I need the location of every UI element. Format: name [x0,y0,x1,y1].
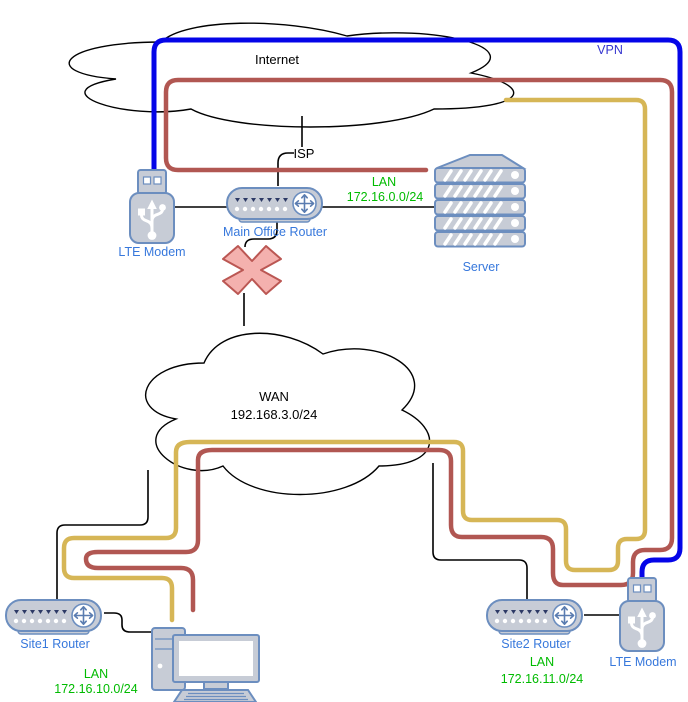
wan-to-site1-link [56,470,149,600]
traffic-path-red [83,77,675,613]
wan-cloud-subnet: 192.168.3.0/24 [231,407,318,422]
main-lte-modem-label: LTE Modem [118,245,185,259]
site1-lan-subnet: 172.16.10.0/24 [54,682,137,696]
site2-lte-modem-label: LTE Modem [609,655,676,669]
main-office-router-label: Main Office Router [223,225,327,239]
main-office-router-icon[interactable] [226,187,323,223]
isp-link-lower [277,152,294,186]
wan-cloud-label: WAN [259,389,289,404]
isp-label: ISP [294,146,315,161]
site1-router-icon[interactable] [5,599,102,635]
site2-lan-subnet: 172.16.11.0/24 [501,672,584,686]
site1-router-label: Site1 Router [20,637,89,651]
traffic-path-yellow [61,97,648,623]
internet-cloud-label: Internet [255,52,299,67]
broken-link-x-marker[interactable] [222,245,282,295]
main-lan-title: LAN [372,175,396,189]
wan-to-site2-link [432,463,528,600]
server-label: Server [463,260,500,274]
site2-lte-modem-icon[interactable] [618,576,666,653]
site1-lan-title: LAN [84,667,108,681]
server-vents [443,169,519,246]
site2-lan-title: LAN [530,655,554,669]
site2-router-icon[interactable] [486,599,583,635]
main-lte-modem-icon[interactable] [128,168,176,245]
site1-router-to-pc-link [104,612,152,633]
server-icon[interactable] [434,154,527,248]
wan-cloud[interactable] [145,332,431,496]
vpn-label: VPN [597,43,623,57]
vpn-path-blue [151,37,683,585]
main-router-to-x-link [244,221,278,248]
site1-computer-icon[interactable] [151,627,260,702]
internet-cloud[interactable] [68,22,515,128]
site2-router-label: Site2 Router [501,637,570,651]
main-lan-subnet: 172.16.0.0/24 [347,190,424,204]
